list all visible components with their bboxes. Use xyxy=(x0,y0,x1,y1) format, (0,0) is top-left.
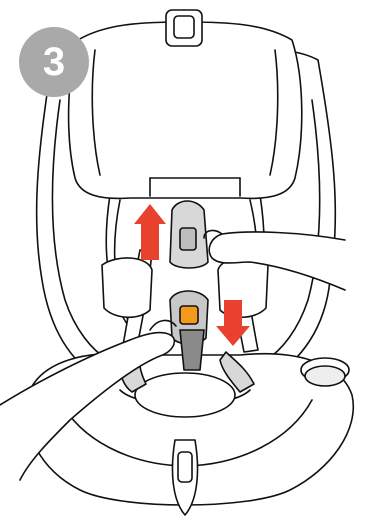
up-arrow-icon xyxy=(134,204,166,260)
left-shoulder-pad xyxy=(101,257,153,319)
buckle-release-button xyxy=(179,305,199,325)
step-number-badge: 3 xyxy=(19,27,89,97)
step-number: 3 xyxy=(42,39,66,84)
down-arrow-icon xyxy=(216,300,250,346)
crotch-strap xyxy=(179,329,205,371)
left-hand xyxy=(0,331,176,481)
right-hand xyxy=(208,231,346,291)
headrest xyxy=(67,21,303,200)
seat-left-wing xyxy=(51,99,109,361)
